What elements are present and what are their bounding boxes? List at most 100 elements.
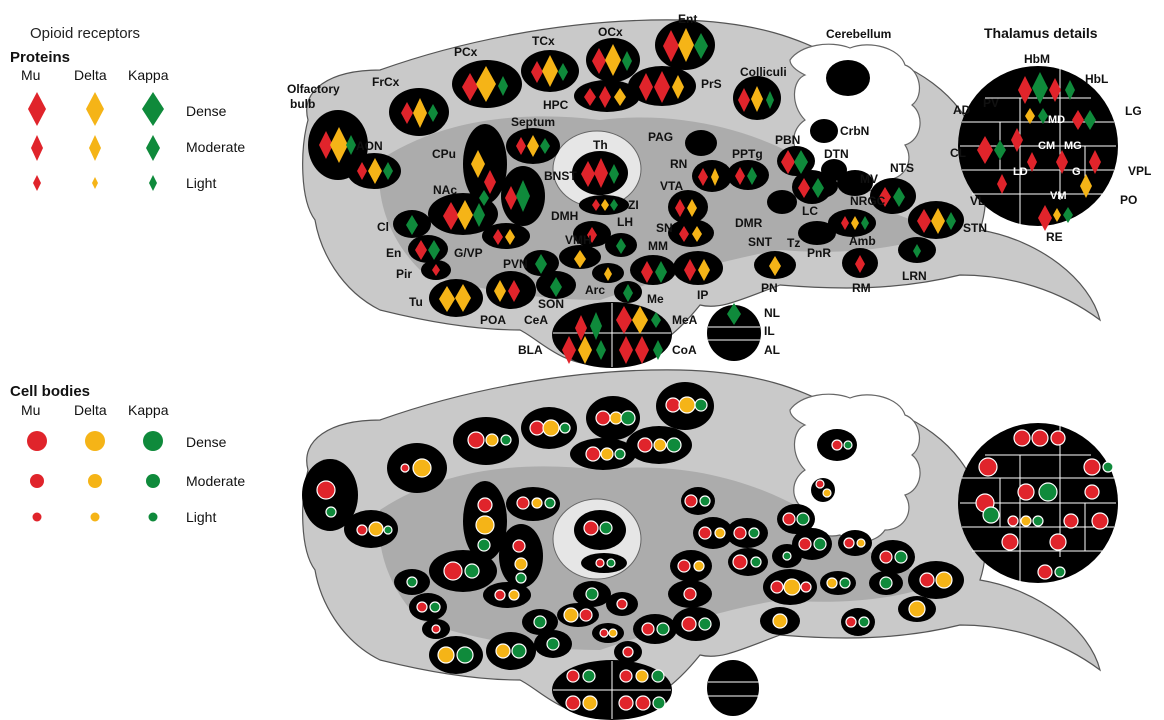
dot-mu: [416, 601, 428, 613]
diamond-delta: [632, 306, 648, 334]
label-tu: Tu: [409, 295, 423, 309]
dot-mu: [1037, 564, 1053, 580]
nucleus: [483, 582, 531, 608]
dot-mu: [798, 537, 812, 551]
diamond-mu: [357, 162, 367, 180]
label-coa: CoA: [672, 343, 697, 357]
dot-mu: [599, 628, 609, 638]
dot-mu: [684, 494, 698, 508]
dot-delta: [856, 538, 866, 548]
label-snt: SNT: [748, 235, 773, 249]
label-rm: RM: [852, 281, 871, 295]
dot-delta: [600, 447, 614, 461]
label-mv: MV: [860, 172, 878, 186]
dot-kappa: [652, 696, 666, 710]
dot-kappa: [582, 669, 596, 683]
dot-mu: [698, 526, 712, 540]
diamond-delta: [330, 127, 348, 163]
nucleus-dmr: [767, 190, 797, 214]
diamond-kappa: [946, 212, 956, 230]
legend-diamond-mu-moderate: [31, 135, 43, 161]
label-ip: IP: [697, 288, 708, 302]
diamond-kappa: [535, 254, 547, 274]
diamond-delta: [578, 336, 592, 364]
diamond-mu: [319, 131, 333, 159]
diamond-mu: [616, 306, 632, 334]
thalamus-label-vm: VM: [1050, 190, 1067, 202]
region-labels-top: Olfactory bulb Cerebellum CrbN FrCx PCx …: [287, 12, 987, 357]
diamond-delta: [687, 199, 697, 217]
dot-mu: [1049, 533, 1067, 551]
diamond-mu: [639, 73, 653, 101]
diamond-mu: [462, 73, 478, 101]
label-arc: Arc: [585, 283, 605, 297]
dot-kappa: [1038, 482, 1058, 502]
label-sn: SN: [656, 221, 673, 235]
label-mea: MeA: [672, 313, 698, 327]
dot-kappa: [464, 563, 480, 579]
label-pir: Pir: [396, 267, 412, 281]
legend-diamond-kappa-moderate: [146, 135, 160, 161]
dot-kappa: [748, 527, 760, 539]
nucleus: [670, 550, 712, 582]
diamond-mu: [855, 255, 865, 273]
diamond-mu: [1011, 128, 1023, 152]
diamond-mu: [562, 336, 576, 364]
dot-delta: [582, 695, 598, 711]
diamond-delta: [455, 284, 471, 312]
dot-kappa: [858, 616, 870, 628]
diamond-kappa: [498, 76, 508, 96]
diamond-mu: [781, 150, 795, 174]
label-tcx: TCx: [532, 34, 555, 48]
diamond-mu: [1089, 150, 1101, 174]
dot-kappa: [651, 669, 665, 683]
dot-mu: [683, 587, 697, 601]
diamond-mu: [1027, 152, 1037, 172]
legend-diamond-delta-moderate: [89, 135, 101, 161]
label-septum: Septum: [511, 115, 555, 129]
dot-delta: [935, 571, 953, 589]
diamond-delta: [711, 168, 719, 186]
dot-kappa: [620, 410, 636, 426]
diamond-kappa: [616, 238, 626, 254]
dot-delta: [1020, 515, 1032, 527]
dot-delta: [783, 578, 801, 596]
diamond-kappa: [747, 167, 757, 185]
diamond-delta: [471, 150, 485, 178]
dot-mu: [1031, 429, 1049, 447]
label-cea: CeA: [524, 313, 548, 327]
label-lh: LH: [617, 215, 633, 229]
dot-mu: [467, 431, 485, 449]
diamond-mu: [977, 136, 993, 164]
label-lc: LC: [802, 204, 818, 218]
dot-mu: [1083, 458, 1101, 476]
diamond-kappa: [609, 164, 619, 184]
dot-mu: [583, 520, 599, 536]
nucleus: [429, 550, 497, 592]
legend-dot-delta-light: [90, 512, 100, 522]
label-prs: PrS: [701, 77, 722, 91]
dot-kappa: [666, 437, 682, 453]
label-dmr: DMR: [735, 216, 763, 230]
diamond-kappa: [994, 140, 1006, 160]
diamond-kappa: [655, 261, 667, 283]
diamond-delta: [439, 286, 455, 312]
diamond-kappa: [861, 216, 869, 230]
dot-mu: [431, 624, 441, 634]
diamond-kappa: [913, 244, 921, 258]
nucleus-tz: [798, 221, 836, 245]
diamond-delta: [601, 199, 609, 211]
diamond-mu: [484, 170, 496, 194]
dot-delta: [678, 396, 696, 414]
thalamus-label-pv: PV: [983, 96, 999, 110]
diamond-kappa: [1063, 207, 1073, 223]
diamond-kappa: [694, 33, 708, 59]
diamond-delta: [505, 229, 515, 245]
dot-delta: [772, 613, 788, 629]
dot-delta: [508, 589, 520, 601]
diamond-mu: [493, 229, 503, 245]
dot-mu: [356, 524, 368, 536]
dot-kappa: [544, 497, 556, 509]
dot-delta: [495, 643, 511, 659]
label-pnr: PnR: [807, 246, 831, 260]
